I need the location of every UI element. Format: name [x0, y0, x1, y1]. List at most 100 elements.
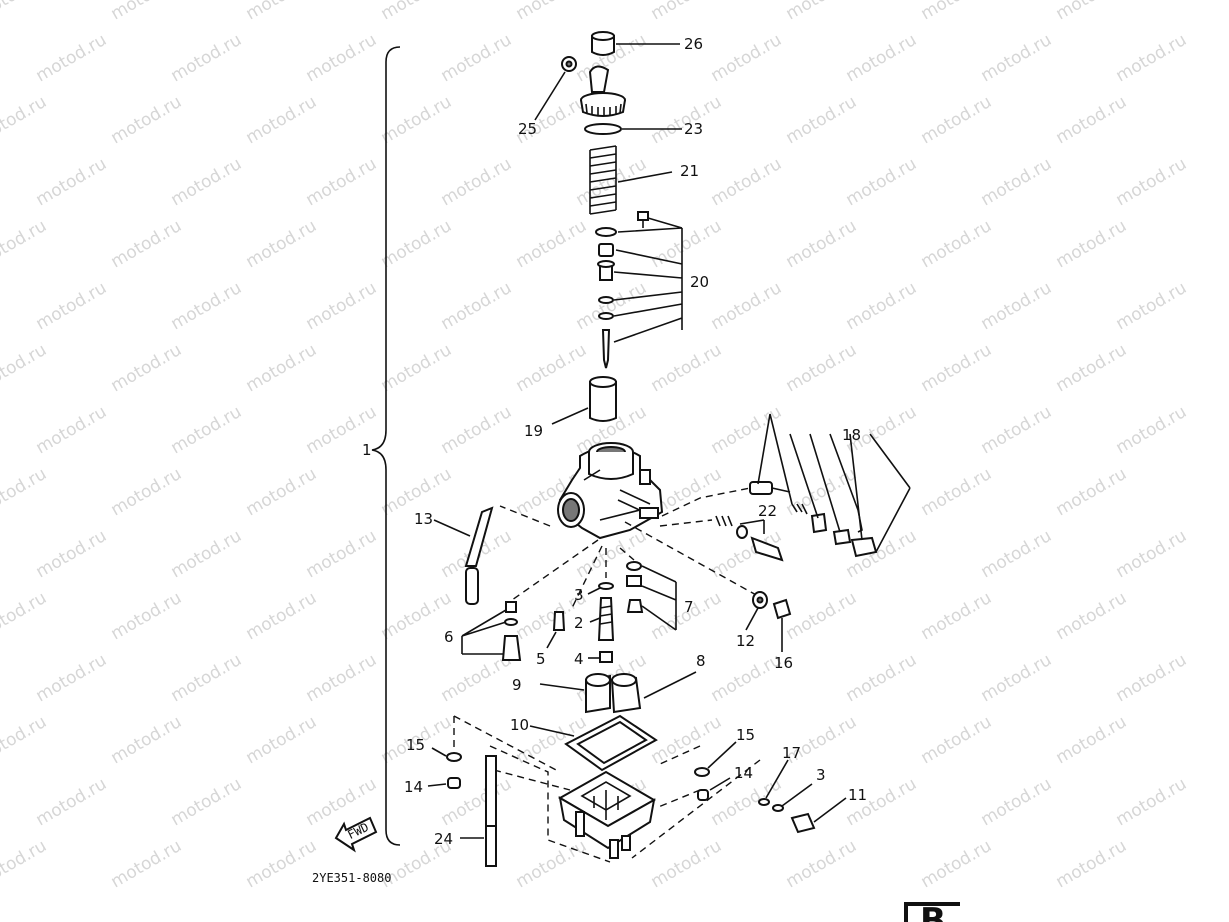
- part-label-12: 12: [736, 632, 755, 650]
- watermark-text: motod.ru: [978, 650, 1056, 706]
- part-label-16: 16: [774, 654, 793, 672]
- leader-20: [613, 217, 683, 343]
- watermark-text: motod.ru: [918, 92, 996, 148]
- part-label-13: 13: [414, 510, 433, 528]
- watermark-text: motod.ru: [918, 464, 996, 520]
- watermark-text: motod.ru: [108, 464, 186, 520]
- part-label-24: 24: [434, 830, 453, 848]
- part-3-oring: [598, 582, 614, 590]
- watermark-text: motod.ru: [843, 650, 921, 706]
- leader-14-right: [709, 777, 731, 791]
- watermark-text: motod.ru: [648, 588, 726, 644]
- corner-mark-frame: [904, 902, 960, 922]
- watermark-text: motod.ru: [1113, 30, 1191, 86]
- leader-19: [551, 407, 589, 425]
- part-label-15-left: 15: [406, 736, 425, 754]
- part-label-21: 21: [680, 162, 699, 180]
- watermark-text: motod.ru: [918, 712, 996, 768]
- watermark-text: motod.ru: [168, 402, 246, 458]
- part-label-3: 3: [574, 586, 584, 604]
- watermark-text: motod.ru: [1053, 340, 1131, 396]
- watermark-text: motod.ru: [1053, 836, 1131, 892]
- leader-14-left: [427, 783, 447, 787]
- watermark-text: motod.ru: [33, 278, 111, 334]
- watermark-text: motod.ru: [168, 278, 246, 334]
- watermark-text: motod.ru: [243, 92, 321, 148]
- leader-15-left: [431, 747, 447, 757]
- watermark-text: motod.ru: [783, 340, 861, 396]
- watermark-text: motod.ru: [168, 650, 246, 706]
- watermark-text: motod.ru: [1113, 402, 1191, 458]
- watermark-text: motod.ru: [33, 402, 111, 458]
- watermark-text: motod.ru: [108, 340, 186, 396]
- part-26-cap: [591, 35, 615, 56]
- leader-17: [765, 759, 789, 799]
- part-19-throttle-valve: [589, 381, 617, 422]
- watermark-text: motod.ru: [33, 526, 111, 582]
- watermark-text: motod.ru: [303, 154, 381, 210]
- watermark-text: motod.ru: [108, 588, 186, 644]
- part-label-22: 22: [758, 502, 777, 520]
- watermark-text: motod.ru: [1113, 278, 1191, 334]
- watermark-text: motod.ru: [168, 774, 246, 830]
- part-24-drain-tube: [485, 755, 497, 827]
- watermark-text: motod.ru: [978, 402, 1056, 458]
- watermark-text: motod.ru: [513, 216, 591, 272]
- watermark-text: motod.ru: [303, 650, 381, 706]
- part-carburetor-body: [557, 442, 664, 540]
- part-label-15-right: 15: [736, 726, 755, 744]
- leader-6: [461, 609, 507, 655]
- leader-7: [641, 565, 677, 631]
- watermark-text: motod.ru: [243, 216, 321, 272]
- watermark-text: motod.ru: [0, 588, 50, 644]
- watermark-text: motod.ru: [1053, 92, 1131, 148]
- part-16-bolt: [772, 598, 792, 620]
- part-label-9: 9: [512, 676, 522, 694]
- watermark-text: motod.ru: [0, 0, 50, 24]
- part-label-2: 2: [574, 614, 584, 632]
- watermark-text: motod.ru: [438, 30, 516, 86]
- watermark-text: motod.ru: [0, 836, 50, 892]
- watermark-text: motod.ru: [783, 92, 861, 148]
- watermark-text: motod.ru: [303, 30, 381, 86]
- leader-25: [534, 71, 566, 121]
- part-label-25: 25: [518, 120, 537, 138]
- leader-10: [529, 725, 575, 737]
- watermark-text: motod.ru: [33, 154, 111, 210]
- watermark-text: motod.ru: [438, 402, 516, 458]
- watermark-text: motod.ru: [918, 340, 996, 396]
- leader-21: [617, 171, 673, 183]
- leader-11: [813, 797, 847, 823]
- part-11-screw: [790, 812, 816, 834]
- part-15-washer-left: [446, 752, 462, 762]
- watermark-text: motod.ru: [378, 92, 456, 148]
- watermark-text: motod.ru: [573, 278, 651, 334]
- part-label-14-right: 14: [734, 764, 753, 782]
- part-5-jet: [552, 611, 566, 631]
- watermark-text: motod.ru: [843, 154, 921, 210]
- watermark-text: motod.ru: [1053, 216, 1131, 272]
- watermark-text: motod.ru: [978, 774, 1056, 830]
- part-label-11: 11: [848, 786, 867, 804]
- part-label-10: 10: [510, 716, 529, 734]
- leader-22: [739, 519, 765, 534]
- watermark-text: motod.ru: [243, 588, 321, 644]
- part-14-screw-right: [697, 789, 709, 801]
- part-7-jets: [626, 561, 644, 613]
- watermark-text: motod.ru: [108, 836, 186, 892]
- watermark-text: motod.ru: [783, 836, 861, 892]
- part-15-washer-right: [694, 767, 710, 777]
- diagram-code: 2YE351-8080: [312, 871, 391, 885]
- watermark-text: motod.ru: [303, 526, 381, 582]
- watermark-text: motod.ru: [648, 712, 726, 768]
- leader-9: [539, 683, 585, 691]
- watermark-text: motod.ru: [843, 526, 921, 582]
- watermark-text: motod.ru: [648, 836, 726, 892]
- watermark-text: motod.ru: [648, 216, 726, 272]
- watermark-text: motod.ru: [843, 278, 921, 334]
- part-20-needle-set: [595, 211, 649, 369]
- watermark-text: motod.ru: [0, 464, 50, 520]
- corner-mark: B: [920, 901, 946, 922]
- watermark-text: motod.ru: [1113, 650, 1191, 706]
